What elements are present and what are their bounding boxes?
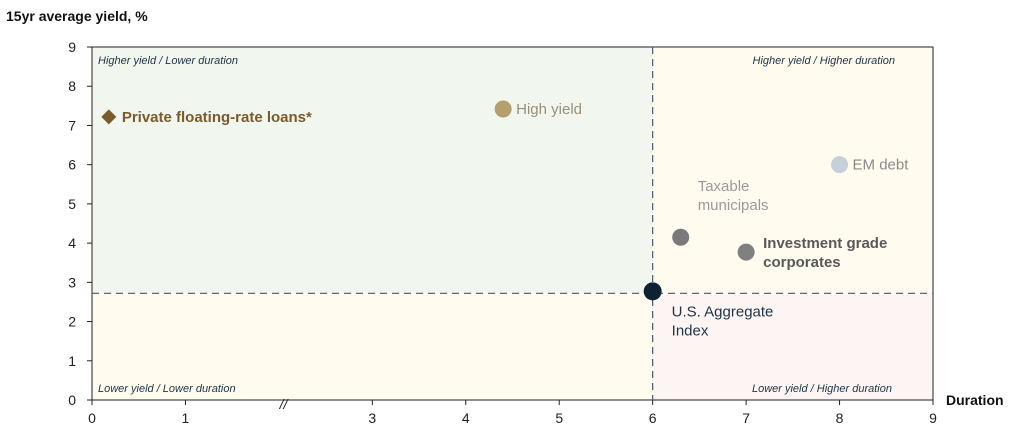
label-high-yield: High yield	[516, 101, 582, 118]
point-u-s-aggregate-index	[643, 282, 662, 301]
y-tick-label: 4	[68, 235, 76, 251]
y-tick-label: 8	[68, 78, 76, 94]
y-tick-label: 0	[68, 392, 76, 408]
point-high-yield	[494, 100, 512, 118]
y-tick-label: 6	[68, 157, 76, 173]
quadrant-bottom-left	[92, 293, 653, 400]
x-tick-label: 7	[742, 410, 750, 426]
y-tick-label: 3	[68, 274, 76, 290]
quadrant-label-top-left: Higher yield / Lower duration	[98, 55, 238, 67]
quadrant-bottom-right	[652, 293, 933, 400]
x-tick-label: 6	[649, 410, 657, 426]
x-tick-label: 8	[836, 410, 844, 426]
x-tick-label: 4	[462, 410, 470, 426]
point-taxable-municipals	[672, 228, 690, 246]
x-tick-label: 0	[88, 410, 96, 426]
quadrant-label-top-right: Higher yield / Higher duration	[753, 55, 895, 67]
label-private-floating-rate-loans: Private floating-rate loans*	[122, 109, 312, 126]
quadrant-label-bottom-left: Lower yield / Lower duration	[98, 383, 236, 395]
x-tick-label: 1	[182, 410, 190, 426]
point-em-debt	[831, 156, 849, 174]
x-tick-label: 9	[929, 410, 937, 426]
y-axis-title: 15yr average yield, %	[6, 8, 148, 24]
point-investment-grade-corporates	[737, 243, 755, 261]
axis-break-marker: //	[279, 396, 290, 412]
x-tick-label: 5	[555, 410, 563, 426]
y-tick-label: 2	[68, 314, 76, 330]
label-em-debt: EM debt	[853, 157, 910, 174]
x-tick-label: 3	[368, 410, 376, 426]
y-tick-label: 7	[68, 117, 76, 133]
point-private-floating-rate-loans	[101, 109, 117, 125]
y-tick-label: 9	[68, 39, 76, 55]
quadrant-top-right	[652, 47, 933, 294]
plot-frame	[91, 46, 934, 401]
y-tick-label: 1	[68, 353, 76, 369]
quadrant-label-bottom-right: Lower yield / Higher duration	[752, 383, 892, 395]
quadrant-top-left	[92, 47, 653, 294]
x-axis-title: Duration	[946, 392, 1004, 408]
y-tick-label: 5	[68, 196, 76, 212]
